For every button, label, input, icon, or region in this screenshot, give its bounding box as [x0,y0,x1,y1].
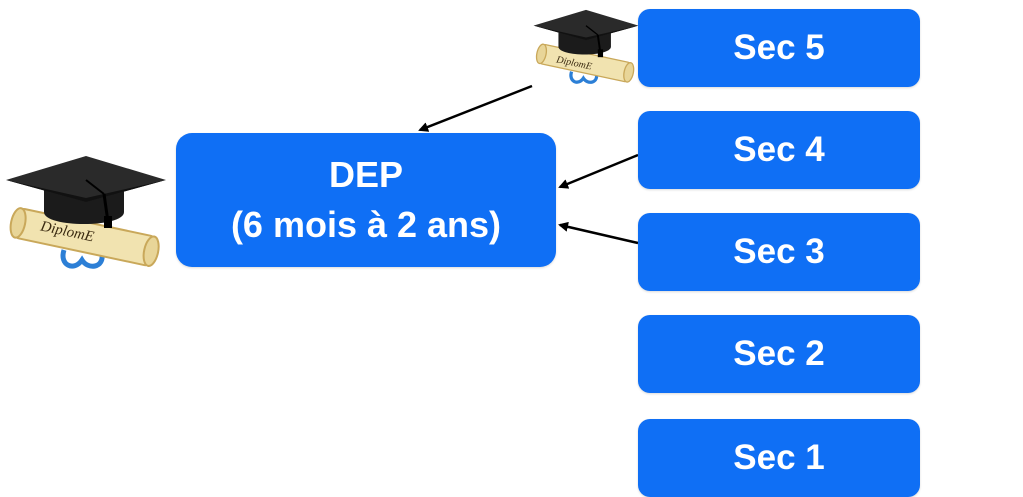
sec-2-box: Sec 2 [638,315,920,393]
dep-duration: (6 mois à 2 ans) [230,204,502,245]
arrow-sec5-to-dep [418,84,533,132]
graduation-diploma-icon-small [533,9,639,84]
sec-5-box: Sec 5 [638,9,920,87]
dep-box: DEP (6 mois à 2 ans) [176,133,556,267]
sec-1-box: Sec 1 [638,419,920,497]
sec-2-label: Sec 2 [733,334,825,373]
graduation-diploma-icon [6,156,166,269]
sec-5-label: Sec 5 [733,28,825,67]
sec-1-label: Sec 1 [733,438,825,477]
sec-3-box: Sec 3 [638,213,920,291]
dep-title: DEP [328,154,404,195]
sec-4-label: Sec 4 [733,130,825,169]
arrow-sec3-to-dep [558,221,639,245]
sec-3-label: Sec 3 [733,232,825,271]
arrow-sec4-to-dep [558,153,639,189]
sec-4-box: Sec 4 [638,111,920,189]
